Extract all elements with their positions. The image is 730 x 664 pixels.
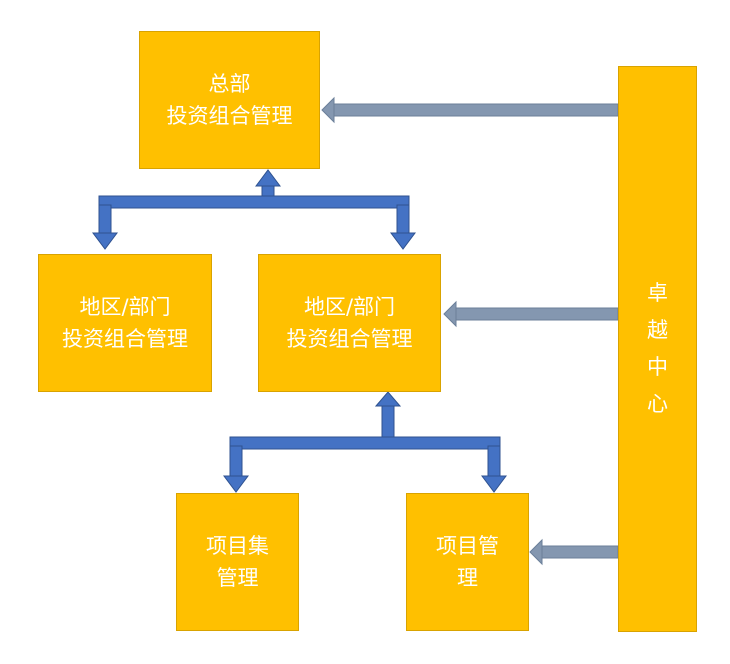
hq-up-arrow-head xyxy=(255,169,281,187)
left-down-arrow-head xyxy=(92,232,118,250)
region-right-line1: 地区/部门 xyxy=(303,295,396,319)
coe-to-hq-arrow-head xyxy=(321,96,335,124)
coe-to-region-arrow-head xyxy=(443,300,457,328)
hq-connector-group xyxy=(92,169,416,250)
region-right-line2: 投资组合管理 xyxy=(286,327,413,351)
program-line2: 管理 xyxy=(216,566,259,590)
right-down-arrow-shaft xyxy=(396,204,410,234)
region-right-portfolio-management-box: 地区/部门 投资组合管理 xyxy=(258,254,441,392)
region-up-arrow-shaft xyxy=(381,405,395,439)
right-down-arrow-head xyxy=(390,232,416,250)
hq-line1: 总部 xyxy=(208,72,251,96)
hq-line2: 投资组合管理 xyxy=(166,104,293,128)
program-down-arrow-shaft xyxy=(229,445,243,477)
lower-horizontal-bar xyxy=(229,436,501,450)
program-line1: 项目集 xyxy=(206,534,269,558)
region-up-arrow-head xyxy=(374,391,402,407)
coe-char-1: 卓 xyxy=(647,281,668,305)
coe-arrows xyxy=(321,96,619,566)
coe-char-4: 心 xyxy=(647,392,668,416)
project-down-arrow-shaft xyxy=(487,445,501,477)
coe-to-region-arrow-shaft xyxy=(455,307,619,321)
coe-to-hq-arrow-shaft xyxy=(333,103,619,117)
coe-char-3: 中 xyxy=(647,355,668,379)
region-left-line1: 地区/部门 xyxy=(79,295,171,319)
coe-char-2: 越 xyxy=(647,318,668,342)
region-left-portfolio-management-box: 地区/部门 投资组合管理 xyxy=(38,254,212,392)
center-of-excellence-box: 卓 越 中 心 xyxy=(618,66,697,632)
project-line2: 理 xyxy=(457,566,478,590)
project-line1: 项目管 xyxy=(436,534,499,558)
project-down-arrow-head xyxy=(481,475,507,493)
program-down-arrow-head xyxy=(223,475,249,493)
region-left-line2: 投资组合管理 xyxy=(62,327,188,351)
coe-to-project-arrow-shaft xyxy=(541,545,619,559)
left-down-arrow-shaft xyxy=(98,204,112,234)
hq-portfolio-management-box: 总部 投资组合管理 xyxy=(139,31,320,169)
program-management-box: 项目集 管理 xyxy=(176,493,299,631)
upper-horizontal-bar xyxy=(98,195,410,209)
coe-to-project-arrow-head xyxy=(529,538,543,566)
region-connector-group xyxy=(223,391,507,493)
project-management-box: 项目管 理 xyxy=(406,493,529,631)
